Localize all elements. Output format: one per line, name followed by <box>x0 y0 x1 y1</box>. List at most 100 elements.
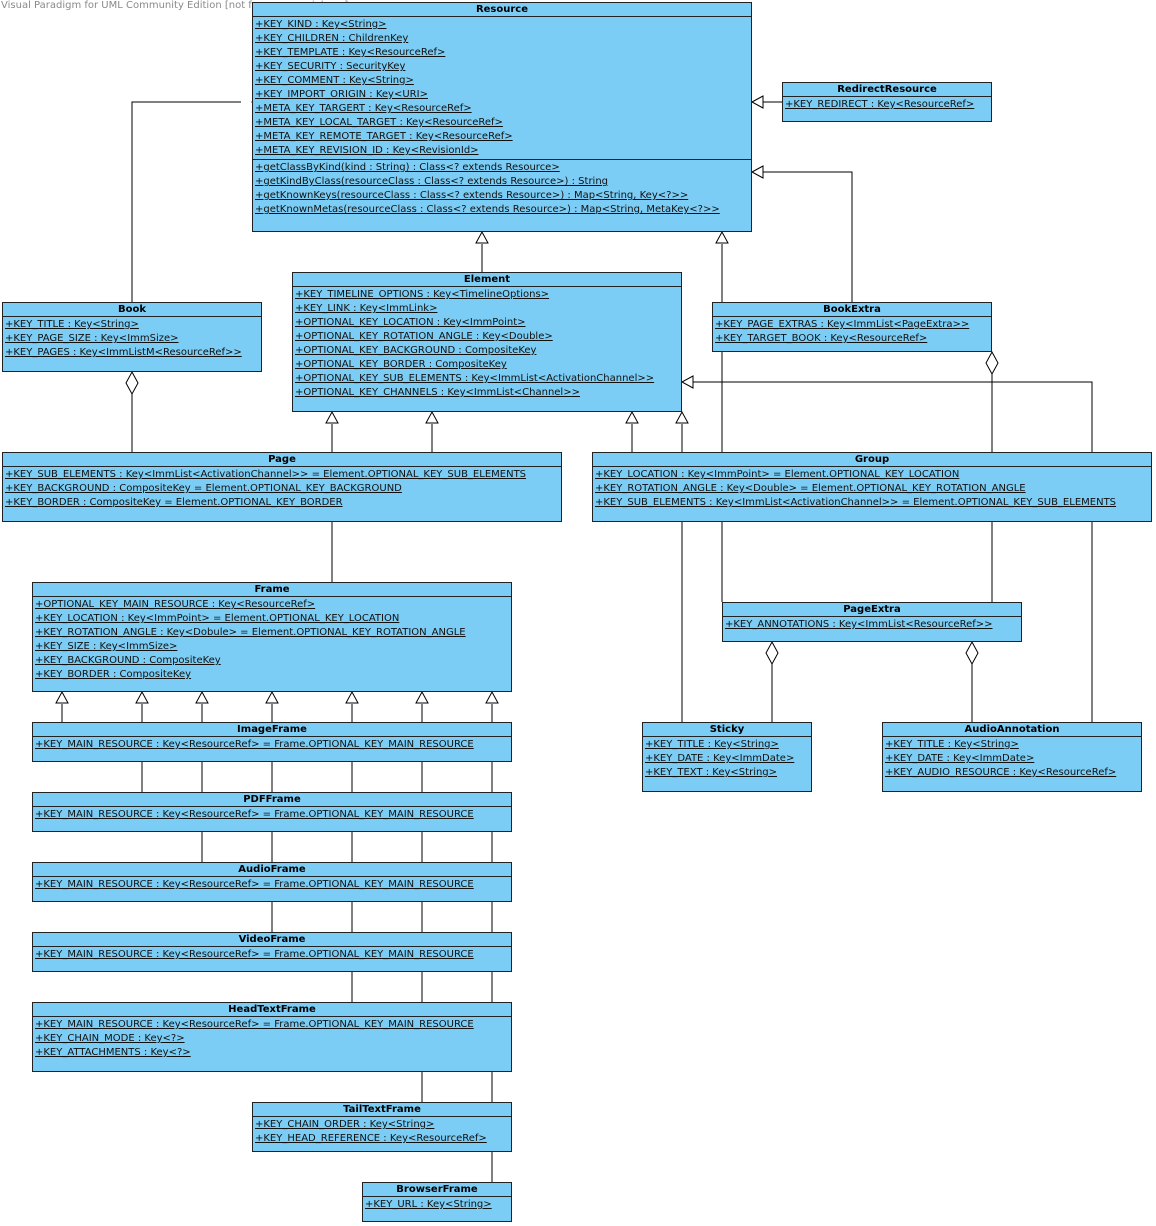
attribute: +KEY_BACKGROUND : CompositeKey <box>35 655 221 666</box>
attributes-compartment: +KEY_SUB_ELEMENTS : Key<ImmList<Activati… <box>3 467 561 511</box>
class-book[interactable]: Book+KEY_TITLE : Key<String>+KEY_PAGE_SI… <box>2 302 262 372</box>
attribute: +KEY_LINK : Key<ImmLink> <box>295 303 438 314</box>
class-name: VideoFrame <box>33 933 511 947</box>
class-name: Frame <box>33 583 511 597</box>
class-name: Element <box>293 273 681 287</box>
class-browserframe[interactable]: BrowserFrame+KEY_URL : Key<String> <box>362 1182 512 1222</box>
class-name: AudioFrame <box>33 863 511 877</box>
attribute: +KEY_KIND : Key<String> <box>255 19 387 30</box>
attribute: +KEY_MAIN_RESOURCE : Key<ResourceRef> = … <box>35 879 474 890</box>
class-name: TailTextFrame <box>253 1103 511 1117</box>
generalization-arrowhead <box>485 690 499 704</box>
class-name: BookExtra <box>713 303 991 317</box>
generalization-arrowhead <box>135 690 149 704</box>
attributes-compartment: +OPTIONAL_KEY_MAIN_RESOURCE : Key<Resour… <box>33 597 511 683</box>
attribute: +KEY_SIZE : Key<ImmSize> <box>35 641 178 652</box>
class-videoframe[interactable]: VideoFrame+KEY_MAIN_RESOURCE : Key<Resou… <box>32 932 512 972</box>
generalization-arrowhead <box>675 410 689 424</box>
generalization-arrowhead <box>55 690 69 704</box>
generalization-arrowhead <box>325 410 339 424</box>
attribute: +KEY_DATE : Key<ImmDate> <box>645 753 795 764</box>
attribute: +KEY_PAGE_SIZE : Key<ImmSize> <box>5 333 179 344</box>
attributes-compartment: +KEY_MAIN_RESOURCE : Key<ResourceRef> = … <box>33 877 511 893</box>
attribute: +KEY_BORDER : CompositeKey = Element.OPT… <box>5 497 343 508</box>
attribute: +KEY_TITLE : Key<String> <box>5 319 139 330</box>
class-audioannotation[interactable]: AudioAnnotation+KEY_TITLE : Key<String>+… <box>882 722 1142 792</box>
attribute: +KEY_BORDER : CompositeKey <box>35 669 192 680</box>
attribute: +META_KEY_REVISION_ID : Key<RevisionId> <box>255 145 479 156</box>
generalization-arrowhead <box>415 690 429 704</box>
class-audioframe[interactable]: AudioFrame +KEY_MAIN_RESOURCE : Key<Resou… <box>32 862 512 902</box>
class-redirect[interactable]: RedirectResource+KEY_REDIRECT : Key<Reso… <box>782 82 992 122</box>
attribute: +META_KEY_LOCAL_TARGET : Key<ResourceRef… <box>255 117 503 128</box>
operation: +getKindByClass(resourceClass : Class<? … <box>255 176 609 187</box>
attributes-compartment: +KEY_TIMELINE_OPTIONS : Key<TimelineOpti… <box>293 287 681 401</box>
attributes-compartment: +KEY_CHAIN_ORDER : Key<String>+KEY_HEAD_… <box>253 1117 511 1147</box>
generalization-line <box>693 381 1093 722</box>
class-headtextframe[interactable]: HeadTextFrame +KEY_MAIN_RESOURCE : Key<Re… <box>32 1002 512 1072</box>
aggregation-diamond <box>125 370 139 396</box>
attribute: +KEY_ROTATION_ANGLE : Key<Double> = Elem… <box>595 483 1026 494</box>
class-page[interactable]: Page+KEY_SUB_ELEMENTS : Key<ImmList<Acti… <box>2 452 562 522</box>
attributes-compartment: +KEY_MAIN_RESOURCE : Key<ResourceRef> = … <box>33 947 511 963</box>
attribute: +KEY_REDIRECT : Key<ResourceRef> <box>785 99 975 110</box>
attributes-compartment: +KEY_PAGE_EXTRAS : Key<ImmList<PageExtra… <box>713 317 991 347</box>
attribute: +KEY_ANNOTATIONS : Key<ImmList<ResourceR… <box>725 619 993 630</box>
generalization-arrowhead <box>265 690 279 704</box>
aggregation-diamond <box>965 640 979 666</box>
operation: +getKnownMetas(resourceClass : Class<? e… <box>255 204 720 215</box>
class-bookextra[interactable]: BookExtra+KEY_PAGE_EXTRAS : Key<ImmList<… <box>712 302 992 352</box>
class-name: Sticky <box>643 723 811 737</box>
attribute: +OPTIONAL_KEY_LOCATION : Key<ImmPoint> <box>295 317 526 328</box>
attribute: +KEY_MAIN_RESOURCE : Key<ResourceRef> = … <box>35 809 474 820</box>
generalization-arrowhead <box>475 230 489 244</box>
aggregation-diamond <box>765 640 779 666</box>
generalization-arrowhead <box>715 230 729 244</box>
attribute: +KEY_TITLE : Key<String> <box>885 739 1019 750</box>
attribute: +KEY_TIMELINE_OPTIONS : Key<TimelineOpti… <box>295 289 550 300</box>
attribute: +KEY_MAIN_RESOURCE : Key<ResourceRef> = … <box>35 739 474 750</box>
class-name: ImageFrame <box>33 723 511 737</box>
class-tailtextframe[interactable]: TailTextFrame+KEY_CHAIN_ORDER : Key<Stri… <box>252 1102 512 1152</box>
operation: +getKnownKeys(resourceClass : Class<? ex… <box>255 190 689 201</box>
class-element[interactable]: Element +KEY_TIMELINE_OPTIONS : Key<Timel… <box>292 272 682 412</box>
class-pdfframe[interactable]: PDFFrame +KEY_MAIN_RESOURCE : Key<Resourc… <box>32 792 512 832</box>
class-group[interactable]: Group +KEY_LOCATION : Key<ImmPoint> = Ele… <box>592 452 1152 522</box>
attributes-compartment: +KEY_REDIRECT : Key<ResourceRef> <box>783 97 991 113</box>
attribute: +KEY_TEMPLATE : Key<ResourceRef> <box>255 47 446 58</box>
attribute: +KEY_TITLE : Key<String> <box>645 739 779 750</box>
class-resource[interactable]: Resource+KEY_KIND : Key<String>+KEY_CHIL… <box>252 2 752 232</box>
attribute: +KEY_ROTATION_ANGLE : Key<Dobule> = Elem… <box>35 627 466 638</box>
aggregation-diamond <box>985 350 999 376</box>
generalization-line <box>131 101 241 302</box>
generalization-arrowhead <box>680 375 694 389</box>
generalization-arrowhead <box>625 410 639 424</box>
attribute: +KEY_LOCATION : Key<ImmPoint> = Element.… <box>595 469 960 480</box>
class-pageextra[interactable]: PageExtra+KEY_ANNOTATIONS : Key<ImmList<… <box>722 602 1022 642</box>
class-sticky[interactable]: Sticky +KEY_TITLE : Key<String> +KEY_DATE … <box>642 722 812 792</box>
generalization-arrowhead <box>750 165 764 179</box>
attribute: +OPTIONAL_KEY_BACKGROUND : CompositeKey <box>295 345 537 356</box>
class-name: PDFFrame <box>33 793 511 807</box>
attribute: +META_KEY_TARGERT : Key<ResourceRef> <box>255 103 472 114</box>
attribute: +KEY_IMPORT_ORIGIN : Key<URI> <box>255 89 428 100</box>
attribute: +KEY_BACKGROUND : CompositeKey = Element… <box>5 483 402 494</box>
generalization-arrowhead <box>195 690 209 704</box>
class-name: HeadTextFrame <box>33 1003 511 1017</box>
attribute: +KEY_AUDIO_RESOURCE : Key<ResourceRef> <box>885 767 1117 778</box>
attributes-compartment: +KEY_URL : Key<String> <box>363 1197 511 1213</box>
class-frame[interactable]: Frame+OPTIONAL_KEY_MAIN_RESOURCE : Key<R… <box>32 582 512 692</box>
attribute: +KEY_SECURITY : SecurityKey <box>255 61 406 72</box>
attributes-compartment: +KEY_LOCATION : Key<ImmPoint> = Element.… <box>593 467 1151 511</box>
generalization-arrowhead <box>425 410 439 424</box>
attribute: +KEY_PAGES : Key<ImmListM<ResourceRef>> <box>5 347 242 358</box>
attribute: +OPTIONAL_KEY_CHANNELS : Key<ImmList<Cha… <box>295 387 580 398</box>
attribute: +OPTIONAL_KEY_ROTATION_ANGLE : Key<Doubl… <box>295 331 553 342</box>
attributes-compartment: +KEY_MAIN_RESOURCE : Key<ResourceRef> = … <box>33 1017 511 1061</box>
attributes-compartment: +KEY_KIND : Key<String>+KEY_CHILDREN : C… <box>253 17 751 159</box>
attributes-compartment: +KEY_TITLE : Key<String> +KEY_DATE : Key<… <box>643 737 811 781</box>
attribute: +KEY_MAIN_RESOURCE : Key<ResourceRef> = … <box>35 1019 474 1030</box>
class-imageframe[interactable]: ImageFrame +KEY_MAIN_RESOURCE : Key<Resou… <box>32 722 512 762</box>
class-name: Group <box>593 453 1151 467</box>
operations-compartment: +getClassByKind(kind : String) : Class<?… <box>253 159 751 218</box>
